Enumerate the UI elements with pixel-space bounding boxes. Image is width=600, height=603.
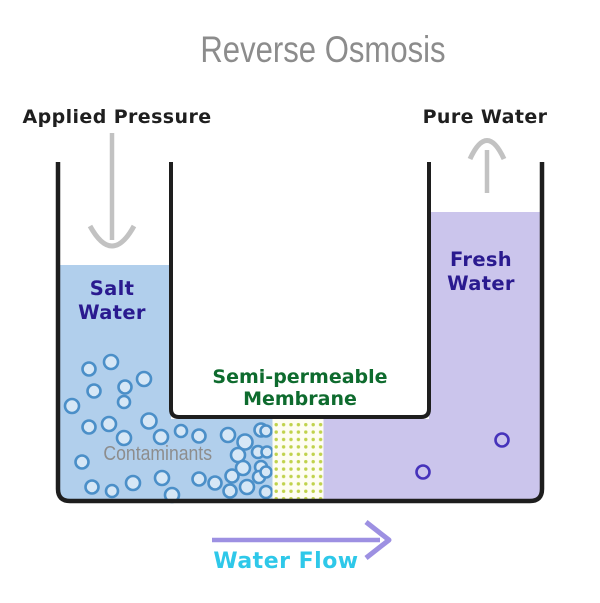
salt-water-label: Salt Water [78,277,146,324]
particle-circle [116,394,132,410]
particle-circle [207,475,223,491]
particle-circle [153,469,171,487]
particle-circle [191,471,207,487]
particle-circle [259,465,273,479]
contaminants-label-text: Contaminants [103,443,213,465]
applied-pressure-label: Applied Pressure [22,106,212,128]
particle-circle [84,479,100,495]
particle-circle [173,423,189,439]
divider-wall [169,162,431,419]
container-outline [55,162,545,504]
water-flow-label: Water Flow [213,549,359,574]
pure-water-label: Pure Water [422,106,548,128]
particle-circle [238,478,256,496]
fresh-water-fill [323,212,542,501]
down-arrow-icon [87,133,137,249]
particle-circle [115,429,133,447]
particle-circle [259,424,273,438]
salt-water-fill [58,265,273,501]
particle-circle [258,484,274,500]
particle-circle [135,370,153,388]
particle-circle [100,415,118,433]
particle-circle [63,397,81,415]
membrane-label: Semi-permeable Membrane [212,366,388,410]
particle-circle [236,433,254,451]
particle-circle [86,383,102,399]
fresh-water-label: Fresh Water [447,248,515,295]
particle-circle [140,412,158,430]
fresh-water-circles-layer [415,432,510,480]
particle-circle [224,468,240,484]
flow-arrow-icon [212,520,392,560]
particle-circle [219,426,237,444]
contaminants-label: Contaminants [88,443,228,466]
page-title: Reverse Osmosis [46,28,600,72]
particle-circle [81,419,97,435]
up-arrow-icon [467,138,507,193]
particle-circle [494,432,510,448]
particle-circle [260,445,274,459]
particle-circle [152,428,170,446]
particle-circle [104,483,120,499]
particle-circle [102,353,120,371]
page-title-text: Reverse Osmosis [200,29,446,70]
particle-circle [415,464,431,480]
particle-circle [124,474,142,492]
particle-circle [117,379,133,395]
particle-circle [222,483,238,499]
particle-circle [234,459,252,477]
particle-circle [191,428,207,444]
particle-circle [74,454,90,470]
contaminant-circles-layer [63,353,274,504]
particle-circle [81,361,97,377]
membrane-region [272,419,324,501]
